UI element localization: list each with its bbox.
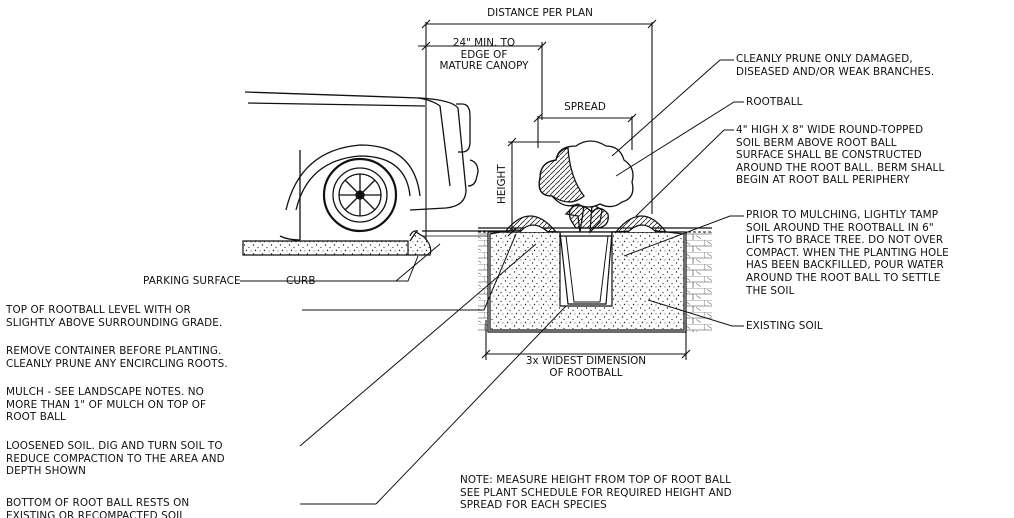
callout-loosened-soil: LOOSENED SOIL. DIG AND TURN SOIL TO REDU… (6, 440, 225, 478)
dim-spread: SPREAD (564, 101, 606, 113)
vehicle (244, 91, 479, 241)
callout-mulch: MULCH - SEE LANDSCAPE NOTES. NO MORE THA… (6, 386, 207, 424)
callout-berm: 4" HIGH X 8" WIDE ROUND-TOPPED SOIL BERM… (736, 124, 945, 187)
callout-bottom-rootball: BOTTOM OF ROOT BALL RESTS ON EXISTING OR… (6, 497, 190, 518)
callout-container: REMOVE CONTAINER BEFORE PLANTING. CLEANL… (6, 345, 228, 370)
dim-height: HEIGHT (496, 164, 508, 204)
note-block: NOTE: MEASURE HEIGHT FROM TOP OF ROOT BA… (460, 474, 732, 512)
parking-surface (242, 230, 505, 256)
dim-widest: 3x WIDEST DIMENSION OF ROOTBALL (525, 355, 647, 379)
tree (538, 140, 634, 234)
dimension-lines (418, 19, 691, 360)
planting-pit (487, 229, 687, 333)
callout-mulching: PRIOR TO MULCHING, LIGHTLY TAMP SOIL ARO… (746, 209, 949, 297)
dim-distance-per-plan: DISTANCE PER PLAN (487, 7, 593, 19)
berms (503, 215, 668, 233)
callout-existing-soil: EXISTING SOIL (746, 320, 823, 332)
callout-rootball: ROOTBALL (746, 96, 803, 108)
callout-prune: CLEANLY PRUNE ONLY DAMAGED, DISEASED AND… (736, 53, 935, 78)
callout-top-rootball: TOP OF ROOTBALL LEVEL WITH OR SLIGHTLY A… (6, 304, 223, 329)
dim-min-to-canopy: 24" MIN. TO EDGE OF MATURE CANOPY (439, 37, 529, 72)
callout-curb: CURB (286, 275, 316, 287)
leader-lines (240, 59, 744, 505)
callout-parking-surface: PARKING SURFACE (143, 275, 241, 287)
